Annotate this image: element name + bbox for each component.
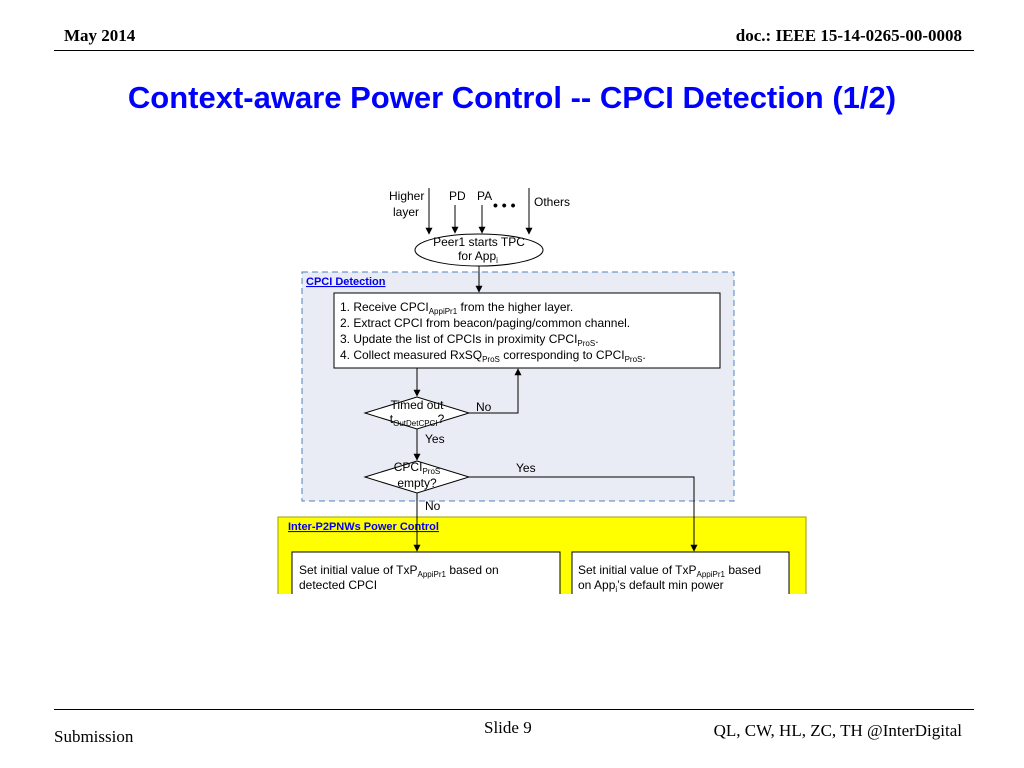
- start-line1: Peer1 starts TPC: [433, 235, 525, 249]
- start-line2: for Appi: [458, 249, 498, 265]
- footer-divider: [54, 709, 974, 710]
- decision1-line1: Timed out: [391, 398, 445, 412]
- input-layer-label: layer: [393, 205, 419, 219]
- footer-slide-number: Slide 9: [484, 718, 532, 737]
- header-doc-id: doc.: IEEE 15-14-0265-00-0008: [735, 26, 962, 45]
- input-higher-label: Higher: [389, 189, 424, 203]
- cpci-detection-label: CPCI Detection: [306, 276, 386, 288]
- step-4: 4. Collect measured RxSQProS correspondi…: [340, 348, 646, 364]
- box-right-line1: Set initial value of TxPAppiPr1 based: [578, 563, 761, 579]
- footer-submission: Submission: [54, 727, 134, 746]
- input-pa-label: PA: [477, 189, 492, 203]
- inter-p2pnws-label: Inter-P2PNWs Power Control: [288, 521, 439, 533]
- yes1-label: Yes: [425, 432, 445, 446]
- decision1-line2: tOutDetCPCI?: [390, 412, 445, 428]
- arrow-yes-to-default: [469, 476, 698, 552]
- arrow-no-loop: [469, 368, 522, 414]
- step-2: 2. Extract CPCI from beacon/paging/commo…: [340, 316, 630, 330]
- steps-box: [333, 292, 721, 369]
- no2-label: No: [425, 499, 441, 513]
- yes2-label: Yes: [516, 461, 536, 475]
- input-pd-label: PD: [449, 189, 466, 203]
- footer-authors: QL, CW, HL, ZC, TH @InterDigital: [713, 721, 962, 740]
- step-3: 3. Update the list of CPCIs in proximity…: [340, 332, 599, 348]
- decision2-line1: CPCIProS: [394, 460, 440, 476]
- no1-label: No: [476, 400, 492, 414]
- step-1: 1. Receive CPCIAppiPr1 from the higher l…: [340, 300, 573, 316]
- crop-mask: [270, 594, 815, 619]
- slide-title: Context-aware Power Control -- CPCI Dete…: [127, 80, 897, 115]
- header-divider: [54, 50, 974, 51]
- input-others-label: Others: [534, 195, 570, 209]
- box-left-line2: detected CPCI: [299, 578, 377, 592]
- box-left-line1: Set initial value of TxPAppiPr1 based on: [299, 563, 499, 579]
- box-right-line2: on Appi’s default min power: [578, 578, 724, 594]
- input-ellipsis: • • •: [493, 197, 516, 213]
- decision2-line2: empty?: [397, 476, 437, 490]
- header-date: May 2014: [64, 26, 136, 45]
